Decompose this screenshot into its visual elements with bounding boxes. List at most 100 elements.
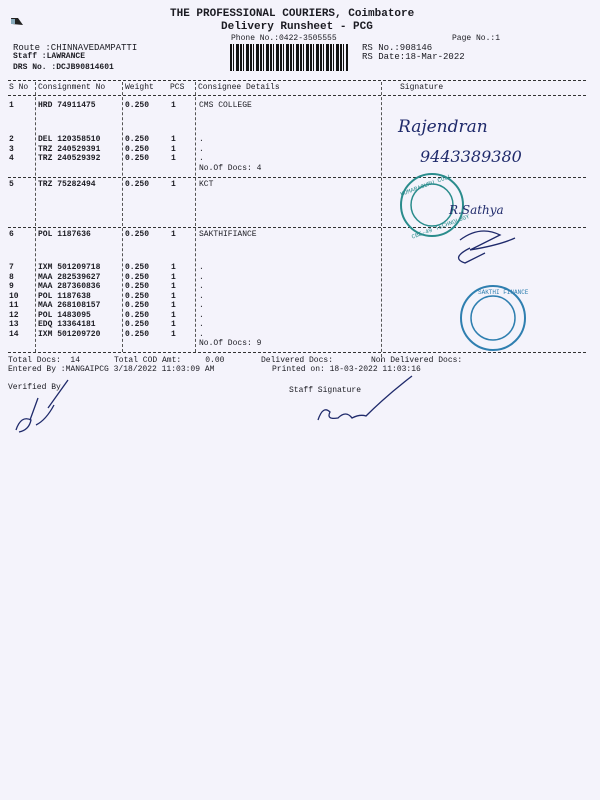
cell-cno: IXM 501209720 [38, 329, 101, 339]
stamp-sakthi: SAKTHI FINANCE [460, 285, 529, 351]
cell-cno: MAA 287360836 [38, 282, 101, 291]
svg-text:9443389380: 9443389380 [420, 147, 522, 166]
rs-date: RS Date:18-Mar-2022 [362, 52, 465, 62]
col-signature: Signature [400, 83, 444, 92]
cell-cno: TRZ 240529392 [38, 154, 101, 163]
cell-pcs: 1 [171, 301, 176, 310]
staff: Staff :LAWRANCE [13, 52, 86, 61]
cell-consignee: . [199, 320, 204, 329]
column-line [195, 82, 196, 352]
divider [8, 227, 586, 228]
cell-cno: DEL 120358510 [38, 135, 101, 144]
cell-pcs: 1 [171, 135, 176, 144]
group-doc-count: No.Of Docs: 4 [199, 164, 262, 173]
svg-text:SAKTHI FINANCE: SAKTHI FINANCE [478, 289, 529, 296]
verified-signature [15, 379, 69, 433]
cell-sno: 4 [9, 154, 14, 163]
cell-sno: 8 [9, 272, 14, 282]
cell-pcs: 1 [171, 154, 176, 163]
column-line [122, 82, 123, 352]
logo-icon [10, 16, 24, 26]
cell-sno: 6 [9, 230, 14, 239]
cell-sno: 5 [9, 180, 14, 189]
cell-sno: 9 [9, 282, 14, 291]
non-delivered-docs: Non Delivered Docs: [371, 356, 463, 365]
scribble-signature [458, 230, 516, 264]
cell-cno: TRZ 240529391 [38, 144, 101, 154]
col-sno: S No [9, 83, 29, 92]
phone-number: Phone No.:0422-3505555 [231, 34, 337, 43]
cell-weight: 0.250 [125, 310, 150, 320]
col-consignment: Consignment No [38, 83, 106, 92]
barcode [230, 44, 348, 71]
cell-consignee: CMS COLLEGE [199, 101, 252, 110]
cell-weight: 0.250 [125, 291, 150, 301]
cell-cno: IXM 501209718 [38, 263, 101, 272]
total-docs: Total Docs: 14 [8, 356, 81, 365]
cell-cno: POL 1483095 [38, 310, 91, 320]
delivered-docs: Delivered Docs: [261, 356, 334, 365]
divider [8, 95, 586, 96]
column-line [35, 82, 36, 352]
cell-cno: HRD 74911475 [38, 101, 96, 110]
cell-sno: 11 [9, 301, 19, 310]
cell-consignee: . [199, 329, 204, 339]
cell-consignee: KCT [199, 180, 214, 189]
drs-number: DRS No. :DCJB90814601 [13, 63, 114, 72]
cell-pcs: 1 [171, 144, 176, 154]
runsheet-title: Delivery Runsheet - PCG [221, 21, 373, 33]
cell-consignee: . [199, 301, 204, 310]
cell-weight: 0.250 [125, 329, 150, 339]
cell-cno: POL 1187638 [38, 291, 91, 301]
cell-pcs: 1 [171, 263, 176, 272]
cell-pcs: 1 [171, 291, 176, 301]
cell-weight: 0.250 [125, 230, 150, 239]
cell-consignee: . [199, 282, 204, 291]
cell-consignee: . [199, 310, 204, 320]
cell-weight: 0.250 [125, 101, 150, 110]
entered-by: Entered By :MANGAIPCG 3/18/2022 11:03:09… [8, 365, 215, 374]
cell-weight: 0.250 [125, 272, 150, 282]
cell-pcs: 1 [171, 310, 176, 320]
divider [8, 352, 586, 353]
cell-sno: 14 [9, 329, 19, 339]
cell-sno: 3 [9, 144, 14, 154]
cell-weight: 0.250 [125, 263, 150, 272]
cell-consignee: . [199, 135, 204, 144]
cell-weight: 0.250 [125, 144, 150, 154]
cell-consignee: . [199, 291, 204, 301]
col-weight: Weight [125, 83, 154, 92]
cell-pcs: 1 [171, 272, 176, 282]
cell-pcs: 1 [171, 230, 176, 239]
cell-weight: 0.250 [125, 135, 150, 144]
svg-text:CBE-49 TECHNOLOGY: CBE-49 TECHNOLOGY [411, 213, 471, 241]
cell-pcs: 1 [171, 320, 176, 329]
cell-weight: 0.250 [125, 301, 150, 310]
staff-signature-label: Staff Signature [289, 386, 362, 395]
cell-sno: 10 [9, 291, 19, 301]
cell-pcs: 1 [171, 101, 176, 110]
group-doc-count: No.Of Docs: 9 [199, 339, 262, 348]
cell-consignee: . [199, 154, 204, 163]
col-consignee: Consignee Details [198, 83, 280, 92]
cell-cno: EDQ 13364181 [38, 320, 96, 329]
cell-consignee: . [199, 263, 204, 272]
svg-text:Rajendran: Rajendran [397, 117, 488, 137]
cell-cno: POL 1187636 [38, 230, 91, 239]
printed-on: Printed on: 18-03-2022 11:03:16 [272, 365, 421, 374]
staff-signature [317, 375, 413, 421]
divider [8, 177, 586, 178]
company-name: THE PROFESSIONAL COURIERS, Coimbatore [170, 8, 415, 20]
cell-consignee: . [199, 272, 204, 282]
cell-pcs: 1 [171, 282, 176, 291]
cell-cno: MAA 268108157 [38, 301, 101, 310]
cell-sno: 2 [9, 135, 14, 144]
cell-weight: 0.250 [125, 320, 150, 329]
cell-weight: 0.250 [125, 180, 150, 189]
cell-consignee: . [199, 144, 204, 154]
cell-pcs: 1 [171, 329, 176, 339]
cell-consignee: SAKTHIFIANCE [199, 230, 257, 239]
cell-sno: 12 [9, 310, 19, 320]
divider [8, 80, 586, 81]
verified-by: Verified By [8, 383, 61, 392]
